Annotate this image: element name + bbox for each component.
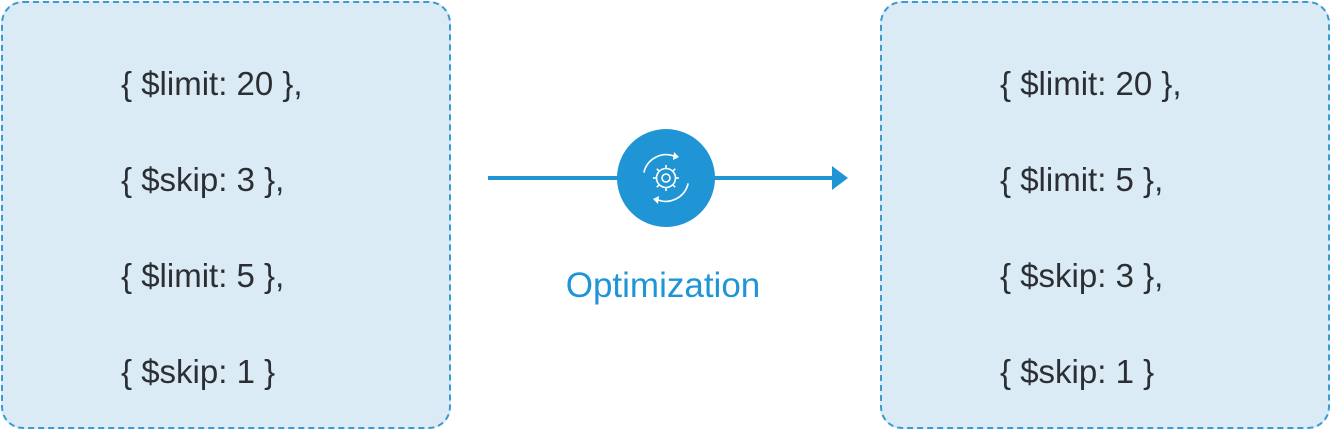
- optimization-label: Optimization: [565, 266, 761, 305]
- gear-refresh-icon: [617, 129, 715, 227]
- input-stage-3: { $limit: 5 },: [121, 257, 285, 294]
- output-stage-1: { $limit: 20 },: [1000, 65, 1182, 102]
- output-stage-4: { $skip: 1 }: [1000, 353, 1155, 390]
- input-stage-1: { $limit: 20 },: [121, 65, 303, 102]
- output-pipeline-box: { $limit: 20 }, { $limit: 5 }, { $skip: …: [880, 1, 1330, 429]
- output-stage-2: { $limit: 5 },: [1000, 161, 1164, 198]
- arrow-head: [832, 166, 848, 190]
- output-stage-3: { $skip: 3 },: [1000, 257, 1164, 294]
- optimization-arrow: [488, 129, 848, 227]
- input-stage-4: { $skip: 1 }: [121, 353, 276, 390]
- input-stage-2: { $skip: 3 },: [121, 161, 285, 198]
- input-pipeline-box: { $limit: 20 }, { $skip: 3 }, { $limit: …: [1, 1, 451, 429]
